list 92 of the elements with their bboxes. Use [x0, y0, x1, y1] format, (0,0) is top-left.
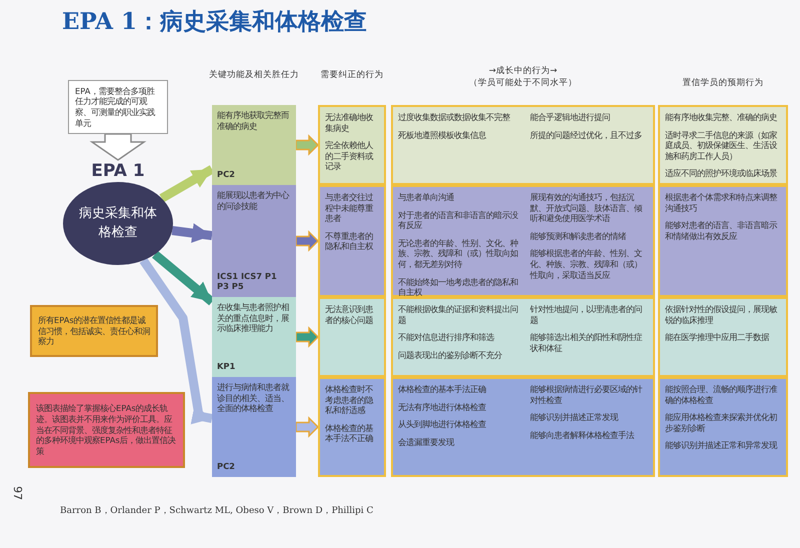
behavior-cell: [525, 377, 655, 477]
cell-text: 能够对患者的语言、非语言暗示和情绪做出有效反应: [665, 220, 778, 242]
cell-text: 不能根据收集的证据和资料提出问题: [398, 304, 519, 326]
cell-text: 适时寻求二手信息的来源（如家庭成员、初级保健医生、生活设施和药房工作人员）: [665, 130, 778, 162]
page-number: 97: [10, 486, 24, 500]
behavior-cell: [391, 297, 525, 377]
behavior-cell: [391, 185, 525, 297]
cell-text: 体格检查时不考虑患者的隐私和舒适感: [325, 384, 374, 416]
competency-code: KP1: [217, 361, 236, 372]
cell-text: 所提的问题经过优化，且不过多: [530, 130, 643, 140]
cell-text: 从头到脚地进行体格检查: [398, 419, 487, 430]
cell-text: 不能始终如一地考虑患者的隐私和自主权: [398, 276, 519, 298]
behavior-cell: [525, 105, 655, 185]
arrow: [140, 258, 213, 424]
cell-text: 能够识别并描述正常发现: [530, 412, 620, 423]
competency-code: ICS1 ICS7 P1 P3 P5: [217, 270, 278, 292]
cell-text: 能按照合理、流畅的顺序进行准确的体格检查: [665, 384, 778, 406]
behavior-cell: [658, 185, 788, 297]
cell-text: 能应用体格检查来探索并优化初步鉴别诊断: [665, 412, 778, 434]
node-text: 病史采集和体格检查: [78, 205, 158, 242]
cell-text: 能够预测和解读患者的情绪: [530, 230, 628, 242]
cell-text: 依据针对性的假设提问，展现敏锐的临床推理: [665, 304, 778, 326]
cell-text: 会遗漏重要发现: [398, 436, 456, 448]
behavior-cell: [391, 105, 525, 185]
column-header: 置信学员的预期行为: [682, 78, 764, 90]
column-header: （学员可能处于不同水平）: [468, 78, 578, 90]
cell-text: 完全依赖他人的二手资料或记录: [325, 140, 374, 172]
cell-text: 在收集与患者照护相关的重点信息时，展示临床推理能力: [217, 302, 290, 334]
arrow: [295, 230, 320, 252]
behavior-cell: [318, 377, 386, 477]
behavior-cell: [658, 377, 788, 477]
cell-text: 与患者交往过程中未能尊重患者: [325, 192, 374, 224]
competency-cell: [212, 105, 296, 185]
cell-text: 能够识别并描述正常和异常发现: [665, 440, 778, 452]
behavior-cell: [391, 377, 525, 477]
cell-text: 无法有序地进行体格检查: [398, 402, 487, 412]
cell-text: 不尊重患者的隐私和自主权: [325, 230, 374, 252]
cell-text: 所有EPAs的潜在置信性都是诚信习惯，包括诚实、责任心和洞察力: [38, 315, 150, 347]
cell-text: 能有序地获取完整而准确的病史: [217, 110, 290, 132]
cell-text: 能展现以患者为中心的问诊技能: [217, 190, 290, 212]
citation: Barron B，Orlander P，Schwartz ML, Obeso V，Brown D，Phillipi C: [60, 506, 374, 518]
cell-text: 能够向患者解释体格检查手法: [530, 430, 636, 440]
cell-text: 过度收集数据或数据收集不完整: [398, 112, 511, 123]
cell-text: 能够根据患者的年龄、性别、文化、种族、宗教、残障和（或）性取向，采取适当反应: [530, 248, 643, 280]
cell-text: 能在医学推理中应用二手数据: [665, 332, 770, 343]
cell-text: 能有序地收集完整、准确的病史: [665, 112, 778, 123]
cell-text: 根据患者个体需求和特点来调整沟通技巧: [665, 192, 778, 214]
behavior-cell: [318, 297, 386, 377]
arrow: [90, 133, 146, 161]
cell-text: 能合乎逻辑地进行提问: [530, 112, 611, 123]
cell-text: 该图表描绘了掌握核心EPAs的成长轨迹。该图表并不用来作为评价工具。应当在不同背景、强度复杂性和患者特征的多种环境中观察EPAs后，做出置信决策: [36, 403, 177, 457]
cell-text: 展现有效的沟通技巧，包括沉默、开放式问题、肢体语言、倾听和避免使用医学术语: [530, 192, 644, 224]
cell-text: 问题表现出的鉴别诊断不充分: [398, 350, 503, 360]
cell-text: 无法意识到患者的核心问题: [325, 304, 374, 326]
behavior-cell: [318, 185, 386, 297]
cell-text: 体格检查的基本手法正确: [398, 384, 487, 395]
cell-text: 无法准确地收集病史: [325, 112, 374, 134]
arrow: [159, 165, 214, 202]
note-box: [28, 392, 185, 468]
arrow: [295, 326, 320, 348]
arrow: [295, 416, 320, 438]
behavior-cell: [525, 297, 655, 377]
behavior-cell: [525, 185, 655, 297]
node-heading: EPA 1: [91, 160, 145, 182]
definition-box: [68, 80, 168, 134]
competency-cell: [212, 377, 296, 477]
competency-code: PC2: [217, 169, 236, 180]
behavior-cell: [658, 105, 788, 185]
column-header: 需要纠正的行为: [320, 70, 384, 82]
arrow: [295, 134, 320, 156]
cell-text: EPA，需要整合多项胜任力才能完成的可观察、可测量的职业实践单元: [75, 86, 156, 128]
competency-code: PC2: [217, 461, 236, 472]
column-header: 关键功能及相关胜任力: [208, 70, 300, 82]
cell-text: 针对性地提问，以理清患者的问题: [530, 304, 643, 326]
cell-text: 死板地遵照模板收集信息: [398, 130, 488, 140]
behavior-cell: [318, 105, 386, 185]
cell-text: 与患者单向沟通: [398, 192, 455, 203]
cell-text: 不能对信息进行排序和筛选: [398, 332, 496, 343]
cell-text: 对于患者的语言和非语言的暗示没有反应: [398, 210, 520, 231]
note-box: [30, 305, 158, 357]
arrow: [172, 223, 213, 243]
cell-text: 能够根据病情进行必要区域的针对性检查: [530, 384, 644, 406]
cell-text: 能够筛选出相关的阳性和阴性症状和体征: [530, 332, 644, 354]
competency-cell: [212, 297, 296, 377]
cell-text: 适应不同的照护环境或临床场景: [665, 168, 778, 180]
behavior-cell: [658, 297, 788, 377]
cell-text: 无论患者的年龄、性别、文化、种族、宗教、残障和（或）性取向如何，都无差别对待: [398, 238, 519, 270]
cell-text: 体格检查的基本手法不正确: [325, 422, 374, 444]
page-title: EPA 1：病史采集和体格检查: [62, 7, 368, 37]
competency-cell: [212, 185, 296, 297]
column-header: →成长中的行为→: [488, 66, 558, 78]
cell-text: 进行与病情和患者就诊目的相关、适当、全面的体格检查: [217, 382, 290, 414]
